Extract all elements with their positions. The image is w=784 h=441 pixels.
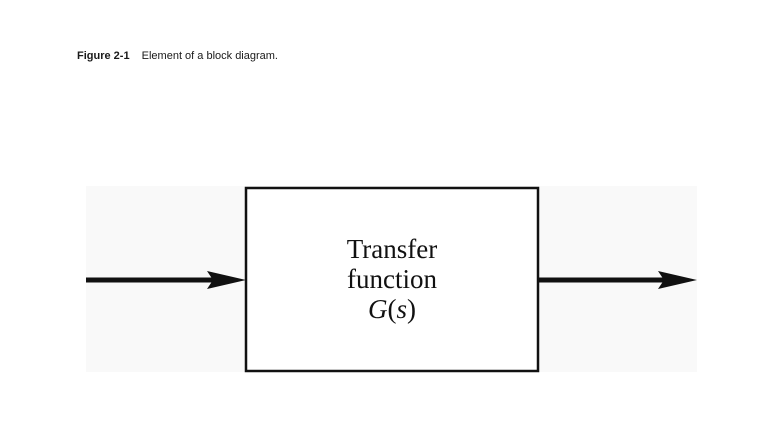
output-arrowhead	[658, 271, 697, 289]
transfer-function-symbol: G(s)	[368, 294, 416, 324]
figure-number: Figure 2-1	[77, 50, 130, 62]
output-arrow	[538, 271, 697, 289]
block-label-line2: function	[347, 264, 437, 294]
figure-title: Element of a block diagram.	[141, 50, 278, 62]
input-arrow	[86, 271, 246, 289]
figure-caption: Figure 2-1 Element of a block diagram.	[77, 50, 278, 62]
transfer-function-block	[244, 186, 540, 373]
input-arrowhead	[207, 271, 246, 289]
block-label-line1: Transfer	[347, 234, 438, 264]
